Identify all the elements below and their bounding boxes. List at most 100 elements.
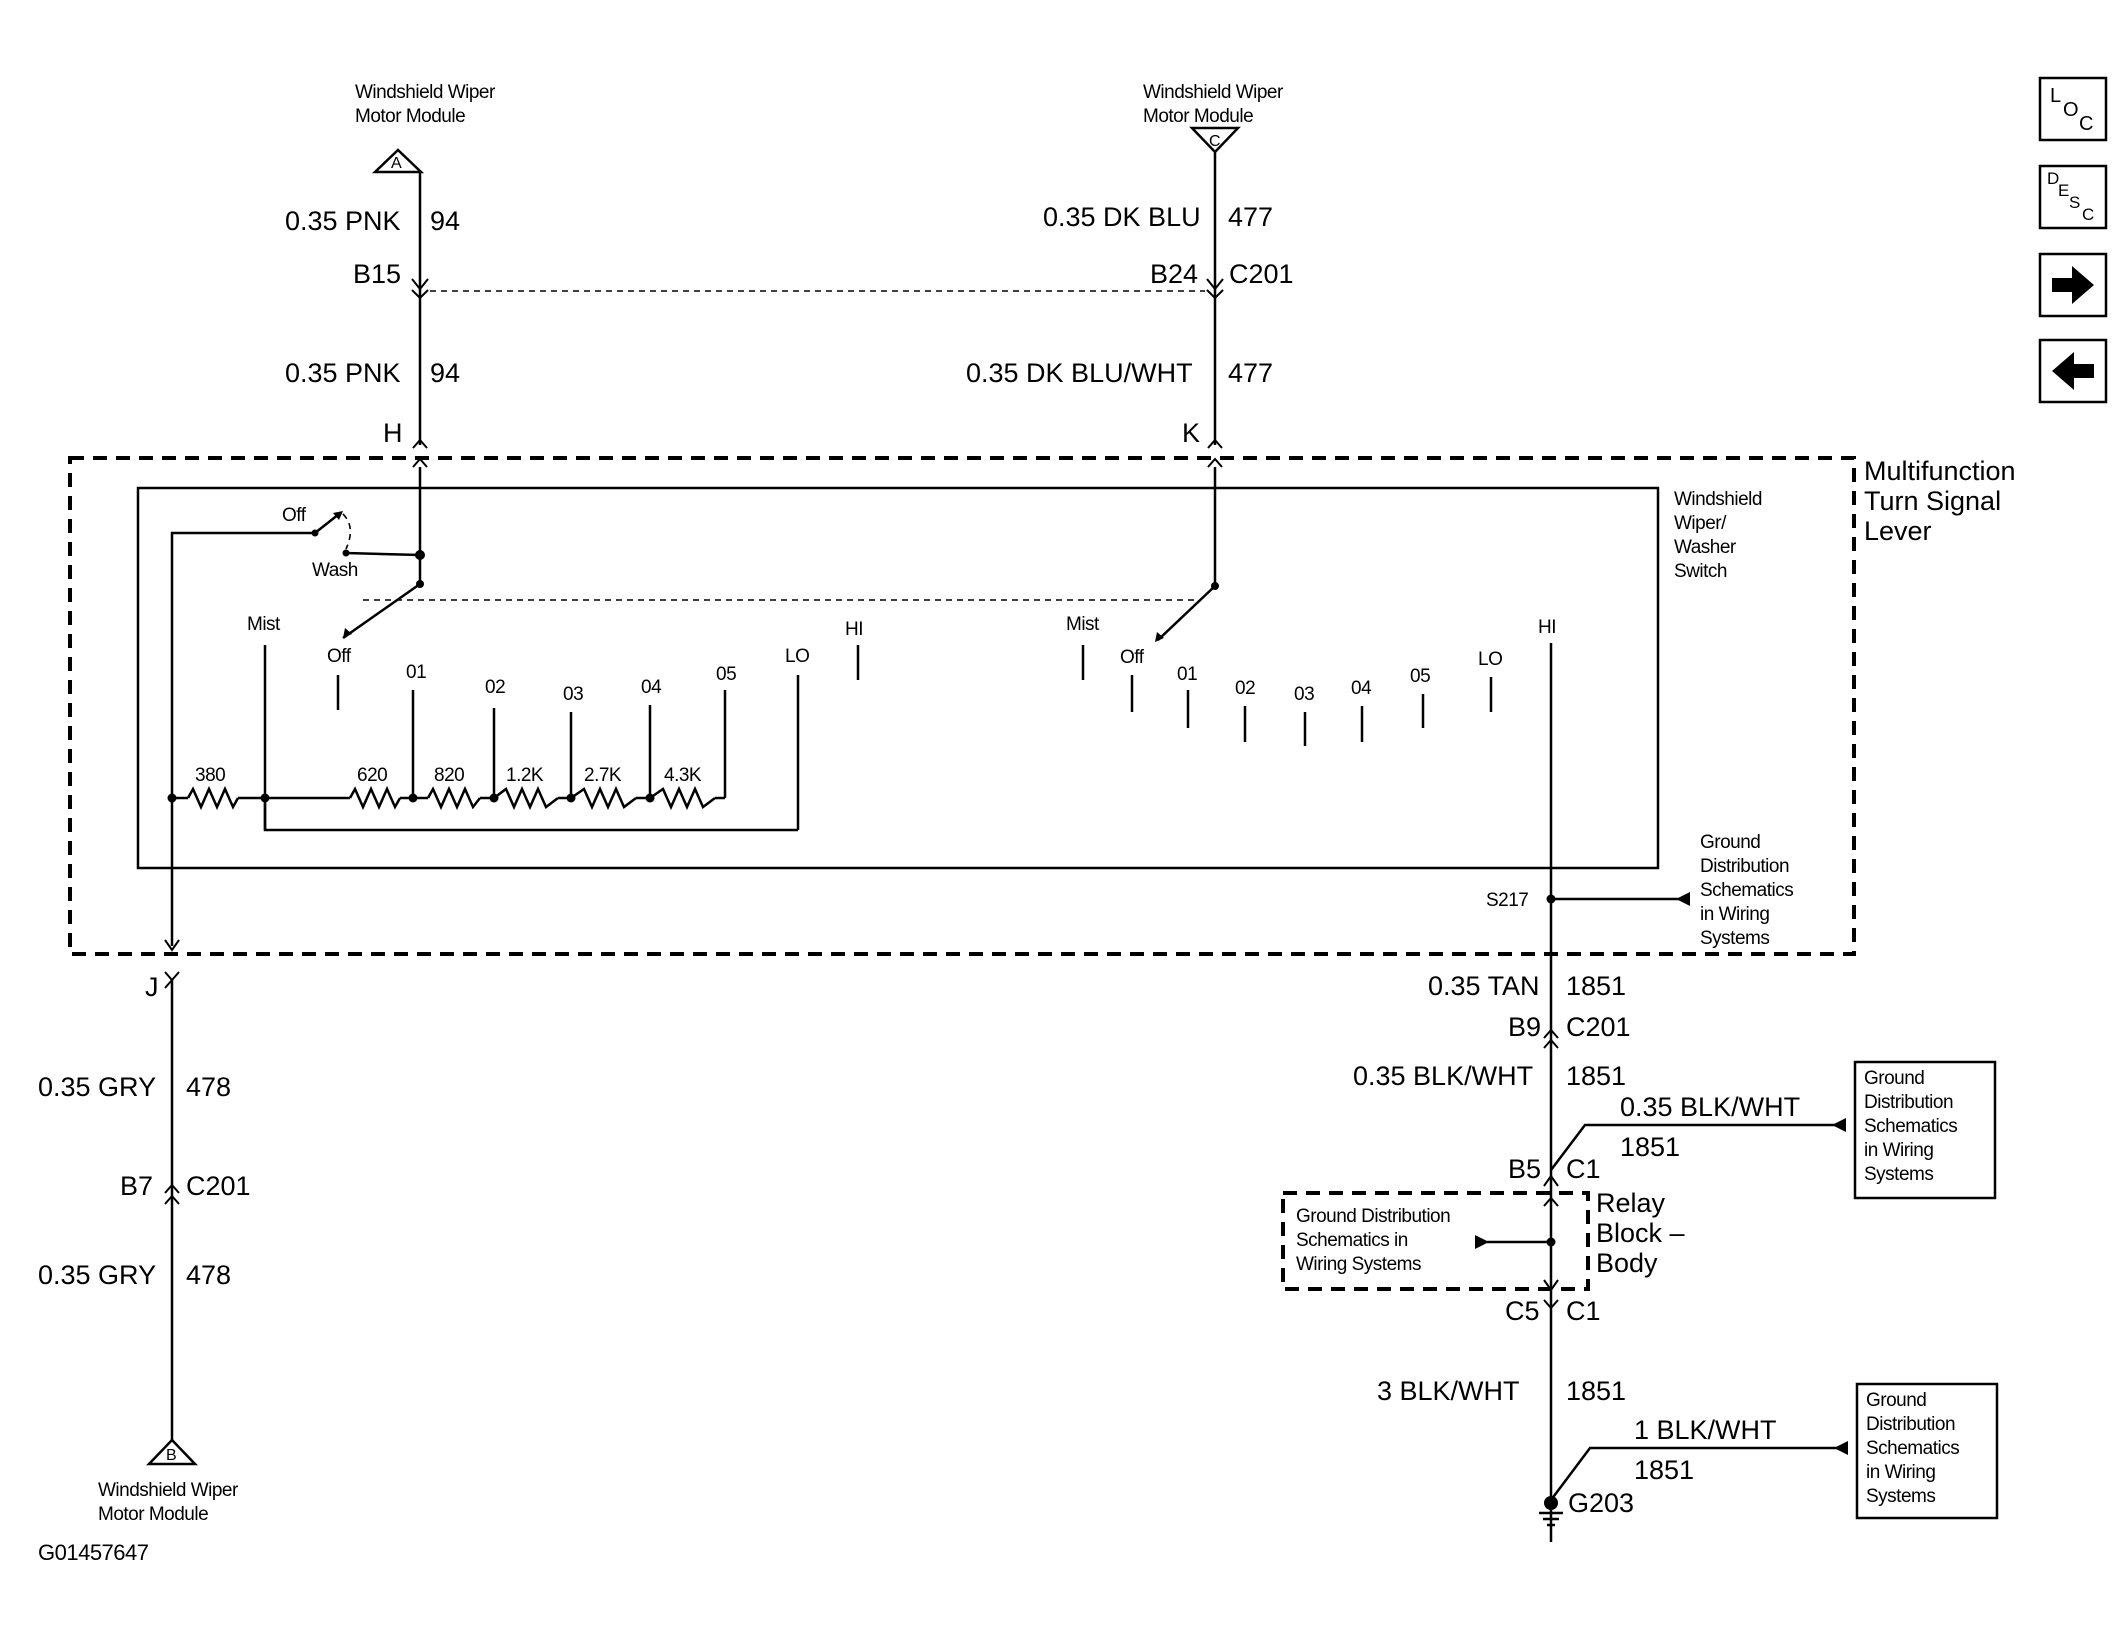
switch-left-off-top: Off xyxy=(282,505,307,526)
svg-text:L: L xyxy=(2050,85,2061,107)
switch-right-lo: LO xyxy=(1478,649,1502,670)
svg-text:O: O xyxy=(2063,99,2078,121)
switch-left-pos-02: 02 xyxy=(485,677,505,698)
svg-text:in Wiring: in Wiring xyxy=(1866,1462,1935,1483)
resistor-4-3k xyxy=(649,785,716,811)
back-button[interactable] xyxy=(2038,338,2108,404)
svg-text:C: C xyxy=(2082,205,2094,224)
connector-b5-symbol xyxy=(1543,1174,1559,1207)
wire-tan-label: 0.35 TAN xyxy=(1428,971,1540,1001)
switch-right-pos-03: 03 xyxy=(1294,684,1314,705)
connector-c201-top: C201 xyxy=(1229,259,1294,289)
connector-b5: B5 xyxy=(1508,1154,1541,1184)
svg-text:Ground: Ground xyxy=(1700,832,1760,853)
wire-blu-bottom-circuit: 477 xyxy=(1228,358,1273,388)
module-b-triangle xyxy=(146,1438,198,1466)
switch-right-mist: Mist xyxy=(1066,614,1100,635)
module-c: Windshield Wiper Motor Module C xyxy=(1143,82,1284,154)
switch-right-off: Off xyxy=(1120,647,1145,668)
switch-label-2: Wiper/ xyxy=(1674,513,1727,534)
wire-blkwht-1-branch xyxy=(1550,1446,1838,1501)
switch-label-1: Windshield xyxy=(1674,489,1762,510)
lever-label-2: Turn Signal xyxy=(1864,486,2001,516)
relay-label-1: Relay xyxy=(1596,1188,1666,1218)
svg-text:Systems: Systems xyxy=(1864,1164,1933,1185)
resistor-380-label: 380 xyxy=(195,765,225,786)
svg-text:Systems: Systems xyxy=(1866,1486,1935,1507)
connector-c201-left: C201 xyxy=(186,1171,251,1201)
wire-blkwht-1-circuit: 1851 xyxy=(1634,1455,1694,1485)
left-wiper-switch: Off Wash Mist Off 01 02 03 04 05 LO HI xyxy=(167,467,1195,946)
svg-text:in Wiring: in Wiring xyxy=(1864,1140,1933,1161)
wire-blkwht-branch-label: 0.35 BLK/WHT xyxy=(1620,1092,1800,1122)
svg-text:Distribution: Distribution xyxy=(1700,856,1789,877)
ground-ref-relay[interactable]: Ground Distribution Schematics in Wiring… xyxy=(1296,1206,1451,1275)
module-b-name-2: Motor Module xyxy=(98,1504,208,1525)
connector-k-symbol xyxy=(1207,438,1223,468)
ground-ref-g203[interactable]: Ground Distribution Schematics in Wiring… xyxy=(1855,1382,1999,1520)
resistor-1-2k xyxy=(493,785,559,811)
svg-text:C: C xyxy=(2079,113,2093,135)
module-b: B Windshield Wiper Motor Module xyxy=(98,1438,239,1525)
relay-block-body-box xyxy=(1281,1191,1590,1291)
wire-blkwht-1-label: 1 BLK/WHT xyxy=(1634,1415,1777,1445)
svg-text:Schematics: Schematics xyxy=(1700,880,1793,901)
switch-right-hi: HI xyxy=(1538,617,1556,638)
wire-blu-top-label: 0.35 DK BLU xyxy=(1043,202,1201,232)
connector-c5: C5 xyxy=(1505,1296,1540,1326)
resistor-620 xyxy=(348,785,402,811)
svg-text:D: D xyxy=(2047,169,2059,188)
ground-ref-s217[interactable]: Ground Distribution Schematics in Wiring… xyxy=(1700,832,1794,949)
connector-c1-bottom: C1 xyxy=(1566,1296,1601,1326)
wire-pnk-bottom-circuit: 94 xyxy=(430,358,460,388)
relay-label-2: Block – xyxy=(1596,1218,1685,1248)
switch-label-3: Washer xyxy=(1674,537,1737,558)
ground-ref-c1[interactable]: Ground Distribution Schematics in Wiring… xyxy=(1853,1060,1997,1200)
connector-b9: B9 xyxy=(1508,1012,1541,1042)
resistor-620-label: 620 xyxy=(357,765,387,786)
connector-b15-symbol xyxy=(411,278,429,300)
wire-blkwht-circuit: 1851 xyxy=(1566,1061,1626,1091)
svg-text:Ground: Ground xyxy=(1866,1390,1926,1411)
module-b-letter: B xyxy=(166,1447,176,1464)
wire-gry-bottom-circuit: 478 xyxy=(186,1260,231,1290)
right-wiper-switch: Mist Off 01 02 03 04 05 LO HI xyxy=(1066,467,1557,1542)
module-c-name: Windshield Wiper xyxy=(1143,82,1284,103)
wire-pnk-top-label: 0.35 PNK xyxy=(285,206,401,236)
resistor-820-label: 820 xyxy=(434,765,464,786)
resistor-2-7k-label: 2.7K xyxy=(584,765,622,786)
wire-blkwht-label: 0.35 BLK/WHT xyxy=(1353,1061,1533,1091)
relay-label-3: Body xyxy=(1596,1248,1658,1278)
lever-label-3: Lever xyxy=(1864,516,1932,546)
svg-text:Ground: Ground xyxy=(1864,1068,1924,1089)
connector-k: K xyxy=(1182,418,1200,448)
switch-left-pos-01: 01 xyxy=(406,662,426,683)
module-c-triangle xyxy=(1189,126,1241,154)
arrow-left-icon xyxy=(2052,352,2094,390)
switch-left-hi: HI xyxy=(845,619,863,640)
connector-b24-symbol xyxy=(1206,278,1224,300)
wire-wash-path xyxy=(170,531,315,946)
wire-blu-bottom-label: 0.35 DK BLU/WHT xyxy=(966,358,1193,388)
lever-label-1: Multifunction xyxy=(1864,456,2016,486)
svg-text:Ground Distribution: Ground Distribution xyxy=(1296,1206,1450,1227)
svg-text:Schematics: Schematics xyxy=(1864,1116,1957,1137)
desc-button[interactable]: D E S C xyxy=(2038,164,2108,230)
connector-c1-top: C1 xyxy=(1566,1154,1601,1184)
wire-gry-top-circuit: 478 xyxy=(186,1072,231,1102)
svg-text:Distribution: Distribution xyxy=(1866,1414,1955,1435)
svg-text:Schematics in: Schematics in xyxy=(1296,1230,1408,1251)
loc-button[interactable]: L O C xyxy=(2038,76,2108,142)
forward-button[interactable] xyxy=(2038,252,2108,318)
resistor-1-2k-label: 1.2K xyxy=(506,765,544,786)
module-c-letter: C xyxy=(1209,133,1220,150)
connector-b9-symbol xyxy=(1543,1028,1559,1049)
svg-text:Distribution: Distribution xyxy=(1864,1092,1953,1113)
wire-tan-circuit: 1851 xyxy=(1566,971,1626,1001)
resistor-2-7k xyxy=(570,785,637,811)
splice-s217-label: S217 xyxy=(1486,890,1528,911)
wiper-washer-switch-box xyxy=(136,486,1660,870)
multifunction-lever-box xyxy=(68,456,1856,956)
ground-g203-label: G203 xyxy=(1568,1488,1634,1518)
wire-blkwht-branch xyxy=(1550,1123,1835,1171)
